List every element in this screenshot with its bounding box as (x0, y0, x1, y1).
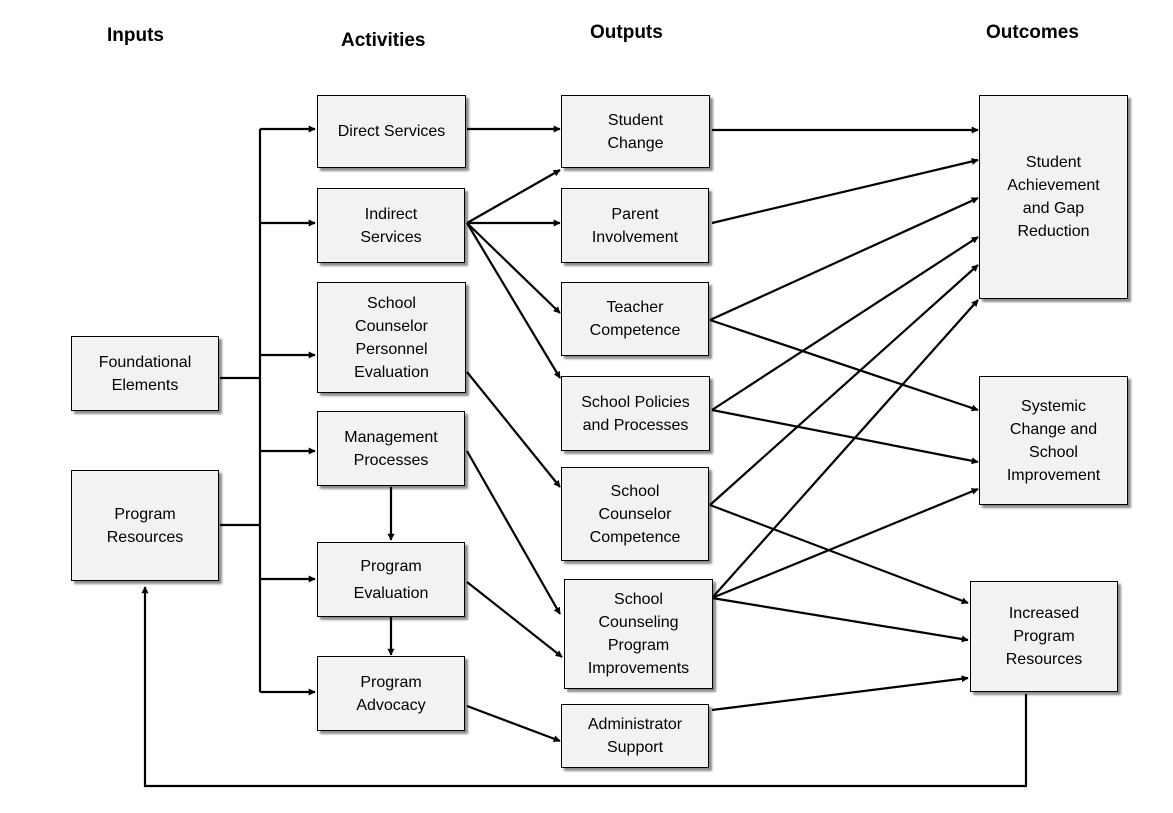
arrow-policies-to-achievement (711, 236, 979, 411)
input-foundational-elements-label: Foundational Elements (98, 353, 192, 394)
output-administrator-support-label: Administrator Support (587, 716, 683, 756)
outcome-systemic-change-label: Systemic Change and School Improvement (1006, 397, 1101, 484)
output-program-improvements: School Counseling Program Improvements (564, 579, 713, 689)
arrow-parent-to-achievement (711, 158, 979, 225)
outcome-student-achievement-label: Student Achievement and Gap Reduction (1007, 154, 1100, 240)
output-student-change-label: Student Change (607, 111, 664, 152)
activity-management-processes-label: Management Processes (344, 428, 438, 469)
input-program-resources: Program Resources (71, 470, 219, 581)
arrow-improvements-to-systemic (711, 487, 979, 600)
arrow-teacher-to-systemic (709, 318, 979, 412)
activity-program-advocacy: Program Advocacy (317, 656, 465, 731)
header-activities: Activities (341, 30, 426, 51)
arrow-improvements-to-achievement (711, 299, 979, 599)
arrow-evaluation-to-improvements (466, 581, 563, 658)
arrow-management-to-improvements (466, 450, 561, 615)
arrow-counselor-to-achievement (709, 264, 979, 506)
arrow-admin-to-increased (711, 675, 969, 712)
output-teacher-competence-label: Teacher Competence (589, 299, 681, 339)
arrow-counselor-to-increased (709, 503, 969, 605)
activity-indirect-services-label: Indirect Services (360, 205, 422, 246)
output-school-policies-label: School Policies and Processes (581, 393, 690, 434)
arrow-improvements-to-increased (711, 596, 969, 643)
output-teacher-competence: Teacher Competence (561, 282, 709, 356)
arrow-personnel-to-counselor (466, 371, 561, 488)
output-program-improvements-label: School Counseling Program Improvements (587, 591, 690, 677)
activity-program-evaluation: Program Evaluation (317, 542, 465, 617)
output-school-policies: School Policies and Processes (561, 376, 710, 451)
output-parent-involvement: Parent Involvement (561, 188, 709, 263)
activity-program-advocacy-label: Program Advocacy (356, 673, 426, 714)
activity-direct-services: Direct Services (317, 95, 466, 168)
outcome-increased-resources-label: Increased Program Resources (1005, 605, 1083, 668)
arrow-indirect-to-teacher (466, 222, 561, 314)
output-counselor-competence-label: School Counselor Competence (589, 482, 681, 546)
arrow-feedback-loop (141, 586, 1028, 788)
arrow-teacher-to-achievement (709, 196, 979, 322)
input-program-resources-label: Program Resources (106, 505, 184, 546)
output-student-change: Student Change (561, 95, 710, 168)
outcome-increased-resources: Increased Program Resources (970, 581, 1118, 692)
outcome-student-achievement: Student Achievement and Gap Reduction (979, 95, 1128, 299)
header-outcomes: Outcomes (986, 22, 1079, 43)
outcome-systemic-change: Systemic Change and School Improvement (979, 376, 1128, 505)
header-inputs: Inputs (107, 25, 164, 46)
activity-personnel-evaluation: School Counselor Personnel Evaluation (317, 282, 466, 393)
activity-direct-services-label: Direct Services (337, 123, 446, 140)
arrow-advocacy-to-admin (466, 704, 561, 743)
arrow-indirect-to-policies (466, 222, 561, 379)
arrow-indirect-to-student-change (466, 169, 561, 224)
activity-personnel-evaluation-label: School Counselor Personnel Evaluation (354, 294, 429, 381)
header-outputs: Outputs (590, 22, 663, 43)
input-foundational-elements: Foundational Elements (71, 336, 219, 411)
activity-program-evaluation-label: Program Evaluation (353, 557, 429, 602)
activity-management-processes: Management Processes (317, 411, 465, 486)
output-counselor-competence: School Counselor Competence (561, 467, 709, 561)
output-parent-involvement-label: Parent Involvement (591, 205, 679, 246)
output-administrator-support: Administrator Support (561, 704, 709, 768)
activity-indirect-services: Indirect Services (317, 188, 465, 263)
arrow-policies-to-systemic (711, 408, 979, 465)
